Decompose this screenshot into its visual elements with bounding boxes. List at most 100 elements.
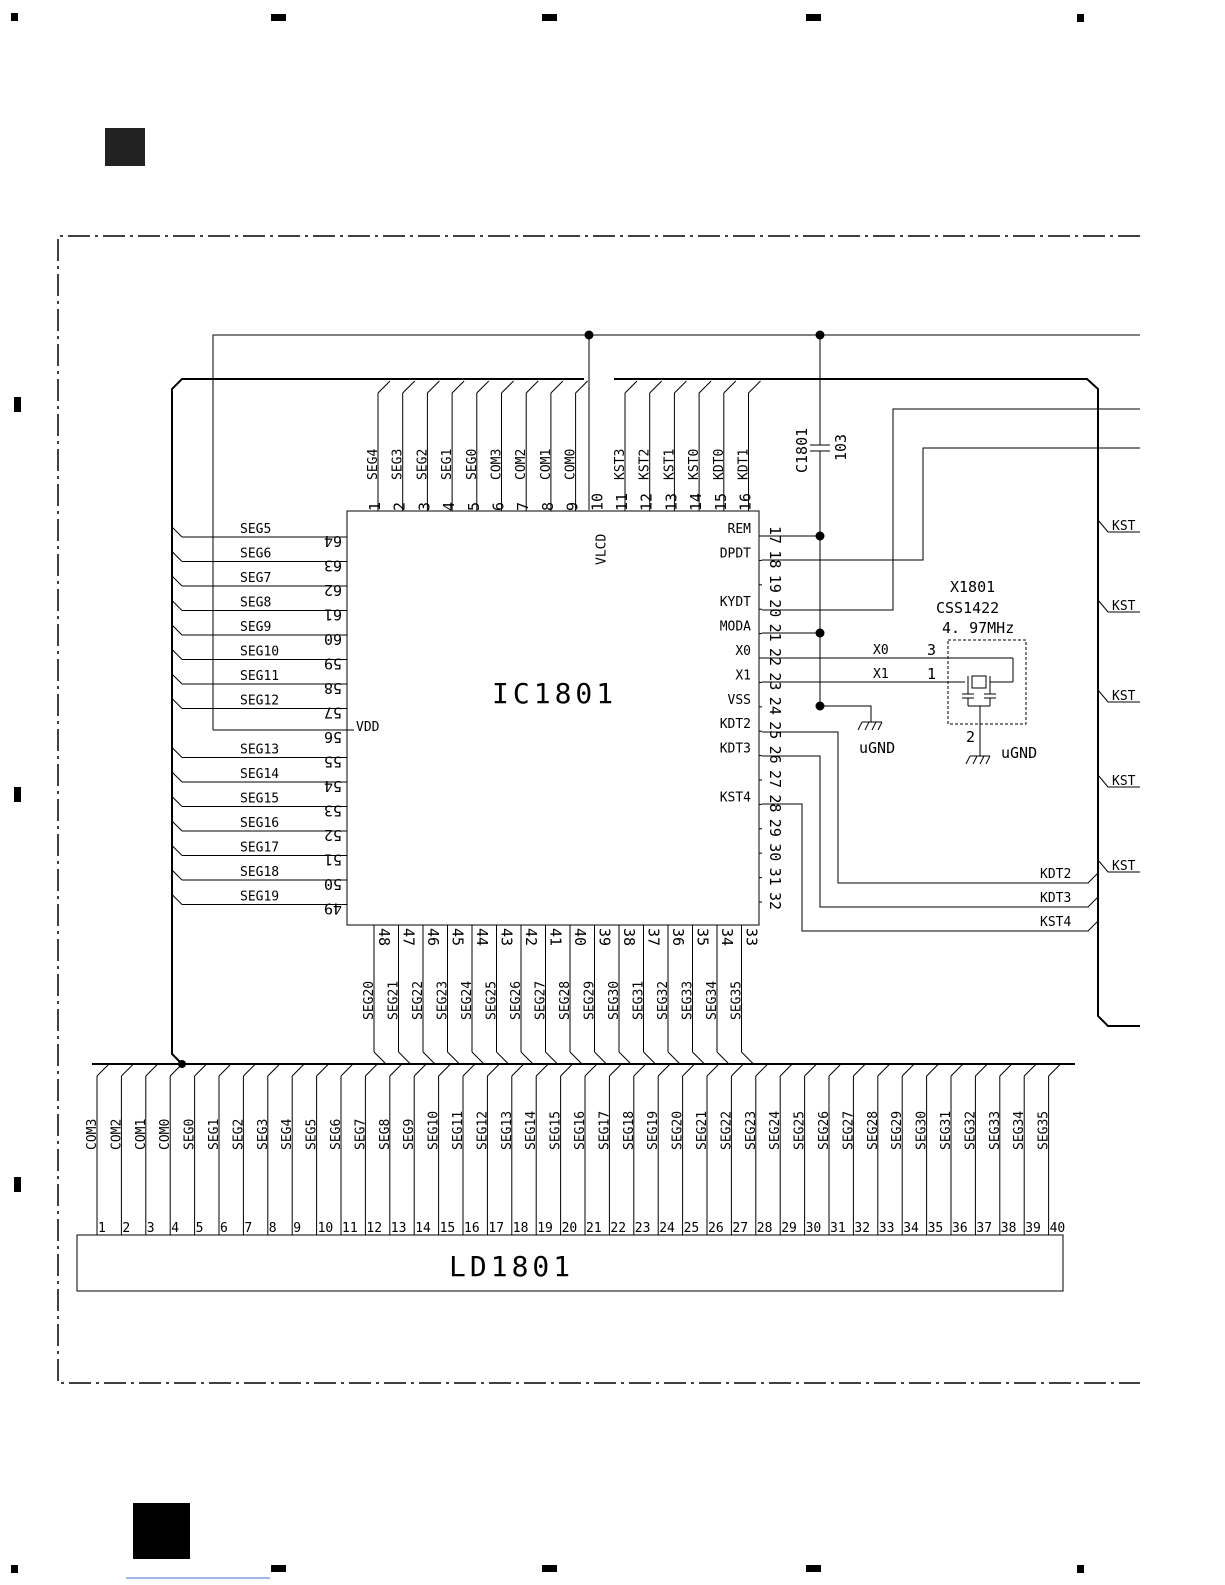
- crystal-pin-2: 2: [966, 728, 975, 746]
- pin-name: COM3: [85, 1119, 100, 1150]
- pin-number: 3: [147, 1221, 155, 1236]
- capacitor-c1801: C1801 103: [793, 335, 850, 711]
- pin-name: SEG10: [427, 1111, 442, 1150]
- ic-left-pins: SEG564SEG663SEG762SEG861SEG960SEG1059SEG…: [171, 522, 380, 918]
- pin-number: 20: [562, 1221, 578, 1236]
- pin-number: 11: [342, 1221, 358, 1236]
- bus-entry: [682, 1063, 695, 1077]
- bus-entry: [545, 1051, 558, 1065]
- pin-number: 1: [366, 502, 384, 511]
- pin-number: 38: [1001, 1221, 1017, 1236]
- pin-name: SEG10: [240, 645, 279, 660]
- pin-name: SEG21: [387, 981, 402, 1020]
- pin-name: SEG15: [549, 1111, 564, 1150]
- crystal-net-x1: X1: [873, 667, 889, 682]
- bus-entry: [723, 380, 737, 394]
- bus-entry: [171, 600, 183, 611]
- bus-entry: [402, 380, 416, 394]
- pin-number: 12: [366, 1221, 382, 1236]
- bus-entry: [487, 1063, 500, 1077]
- pin-number: 63: [324, 557, 342, 575]
- pin-name: SEG6: [240, 547, 271, 562]
- pin-number: 40: [571, 928, 589, 946]
- pin-number: 46: [424, 928, 442, 946]
- pin-number: 37: [645, 928, 663, 946]
- pin-name: KDT0: [712, 449, 727, 480]
- pin-number: 14: [687, 493, 705, 511]
- bus-label-kst-4: KST: [1112, 774, 1136, 789]
- pin-number: 7: [514, 502, 532, 511]
- pin-number: 23: [766, 672, 784, 690]
- pin-name: COM0: [564, 449, 579, 480]
- bus-entry: [779, 1063, 793, 1077]
- bus-label-kst-3: KST: [1112, 689, 1136, 704]
- pin-number: 50: [324, 875, 342, 893]
- pin-name: SEG24: [460, 981, 475, 1020]
- bus-entry: [438, 1063, 451, 1077]
- pin-name: SEG22: [411, 981, 426, 1020]
- pin-name: SEG4: [366, 449, 381, 480]
- bus-entry: [171, 771, 183, 783]
- bus-entry: [609, 1063, 622, 1077]
- bus-entry: [674, 380, 687, 394]
- bus-entry: [569, 1051, 583, 1065]
- pin-name: SEG3: [391, 449, 406, 480]
- pin-name: SEG3: [256, 1119, 271, 1150]
- pin-number: 17: [488, 1221, 504, 1236]
- bus-entry: [643, 1051, 656, 1065]
- bus-entry: [877, 1063, 891, 1077]
- bus-outline-right: [614, 378, 1140, 1027]
- pin-name: SEG14: [524, 1111, 539, 1150]
- pin-number: 57: [324, 704, 342, 722]
- bus-entry: [501, 380, 514, 394]
- bus-entry: [853, 1063, 866, 1077]
- pin-name: SEG9: [240, 620, 271, 635]
- pin-number: 48: [375, 928, 393, 946]
- pin-number: 15: [712, 493, 730, 511]
- pin-number: 35: [694, 928, 712, 946]
- bus-entry: [340, 1063, 354, 1077]
- pin-name: SEG35: [1037, 1111, 1052, 1150]
- pin-name: SEG26: [817, 1111, 832, 1150]
- pin-name: SEG7: [353, 1119, 368, 1150]
- pin-name: SEG19: [646, 1111, 661, 1150]
- pin-name: SEG17: [597, 1111, 612, 1150]
- pin-number: 51: [324, 851, 342, 869]
- bus-entry: [316, 1063, 329, 1077]
- bus-entry: [96, 1063, 110, 1077]
- pin-number: 22: [610, 1221, 626, 1236]
- crystal-part: CSS1422: [936, 599, 999, 617]
- pin-name: KDT2: [720, 717, 751, 732]
- bus-entry: [451, 380, 465, 394]
- pin-name: REM: [728, 522, 752, 537]
- pin-name: SEG7: [240, 571, 271, 586]
- bus-entry: [171, 624, 183, 636]
- bus-entry: [624, 380, 638, 394]
- pin-name: SEG6: [329, 1119, 344, 1150]
- pin-number: 54: [324, 777, 342, 795]
- pin-number: 43: [498, 928, 516, 946]
- pin-name: X1: [735, 668, 751, 683]
- pin-name: SEG11: [451, 1111, 466, 1150]
- bus-entry: [633, 1063, 647, 1077]
- bus-entry: [171, 747, 183, 758]
- bus-label-kst-2: KST: [1112, 599, 1136, 614]
- pin-number: 21: [586, 1221, 602, 1236]
- pin-number: 19: [537, 1221, 553, 1236]
- bus-entry: [741, 1051, 754, 1065]
- pin-name: VLCD: [594, 534, 609, 565]
- pin-number: 29: [766, 819, 784, 837]
- pin-number: 33: [879, 1221, 895, 1236]
- pin-number: 29: [781, 1221, 797, 1236]
- pin-number: 23: [635, 1221, 651, 1236]
- capacitor-ref: C1801: [793, 428, 811, 473]
- pin-name: SEG33: [681, 981, 696, 1020]
- bus-entry: [398, 1051, 411, 1065]
- pin-number: 55: [324, 753, 342, 771]
- pin-number: 27: [732, 1221, 748, 1236]
- bus-entry: [422, 1051, 436, 1065]
- pin-name: KDT3: [720, 742, 751, 757]
- pin-number: 24: [766, 697, 784, 715]
- pin-name: SEG1: [207, 1119, 222, 1150]
- bus-entry: [657, 1063, 671, 1077]
